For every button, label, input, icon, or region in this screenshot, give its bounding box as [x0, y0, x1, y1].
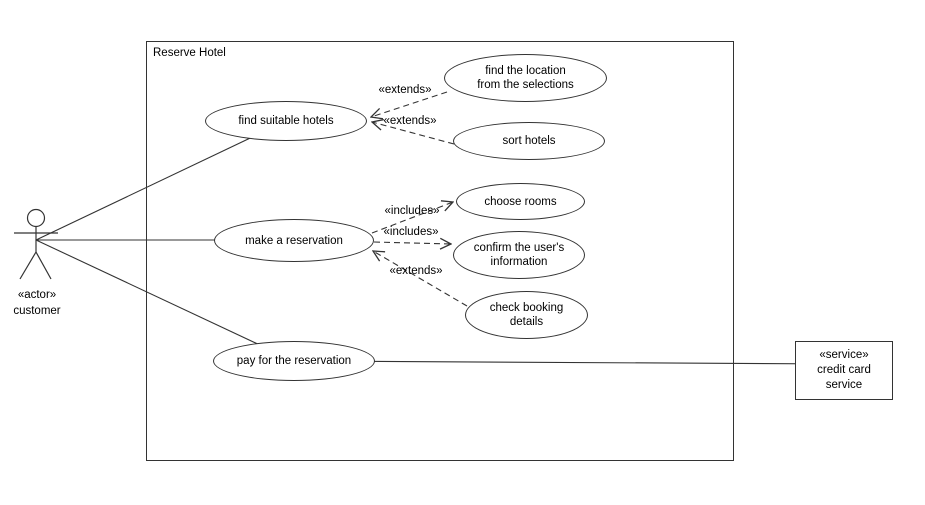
actor-right-leg	[35, 251, 52, 280]
usecase-confirm-users-information[interactable]: confirm the user's information	[453, 231, 585, 279]
association-customer-find-suitable-hotels	[35, 120, 287, 241]
extend-arrow-sort-hotels-to-find-suitable-hotels	[372, 122, 455, 145]
actor-figure[interactable]	[14, 208, 58, 280]
usecase-label: pay for the reservation	[236, 355, 352, 367]
usecase-label: from the selections	[477, 79, 574, 91]
usecase-make-a-reservation[interactable]: make a reservation	[214, 219, 374, 262]
actor-stereotype: «actor»	[17, 289, 57, 301]
usecase-pay-for-reservation[interactable]: pay for the reservation	[213, 341, 375, 381]
usecase-label: check booking	[489, 302, 564, 314]
usecase-label: choose rooms	[484, 195, 557, 208]
usecase-label: find suitable hotels	[238, 115, 334, 127]
usecase-sort-hotels[interactable]: sort hotels	[453, 122, 605, 160]
usecase-choose-rooms[interactable]: choose rooms	[456, 183, 585, 220]
service-credit-card-box[interactable]: «service» credit card service	[795, 341, 893, 400]
usecase-check-booking-details[interactable]: check booking details	[465, 291, 588, 339]
actor-head	[26, 208, 46, 228]
extends-label-sort-hotels: «extends»	[383, 115, 437, 127]
includes-label-confirm-information: «includes»	[383, 226, 439, 238]
service-label: service	[825, 379, 863, 391]
service-stereotype: «service»	[819, 349, 869, 361]
extend-arrow-check-booking-to-make-reservation	[373, 251, 468, 307]
usecase-label: details	[509, 316, 544, 328]
include-arrow-make-reservation-to-choose-rooms	[371, 202, 453, 234]
usecase-label: information	[490, 256, 548, 268]
system-boundary[interactable]: Reserve Hotel	[146, 41, 734, 461]
usecase-label: find the location	[485, 65, 566, 77]
include-arrow-make-reservation-to-confirm-information	[373, 242, 451, 244]
usecase-label: confirm the user's	[473, 242, 565, 254]
actor-left-leg	[19, 251, 37, 280]
association-customer-pay-for-reservation	[35, 239, 295, 362]
actor-label: «actor» customer	[0, 287, 74, 319]
actor-name: customer	[13, 305, 61, 317]
usecase-find-suitable-hotels[interactable]: find suitable hotels	[205, 101, 367, 141]
service-label: credit card	[817, 364, 871, 376]
system-title: Reserve Hotel	[153, 47, 226, 59]
usecase-find-location-from-selections[interactable]: find the location from the selections	[444, 54, 607, 102]
association-pay-credit-card-service	[293, 360, 845, 365]
extend-arrow-find-location-to-find-suitable-hotels	[371, 91, 448, 117]
extends-label-check-booking: «extends»	[389, 265, 443, 277]
includes-label-choose-rooms: «includes»	[384, 205, 440, 217]
usecase-label: sort hotels	[502, 135, 556, 147]
extends-label-find-location: «extends»	[378, 84, 432, 96]
usecase-label: make a reservation	[245, 234, 343, 247]
